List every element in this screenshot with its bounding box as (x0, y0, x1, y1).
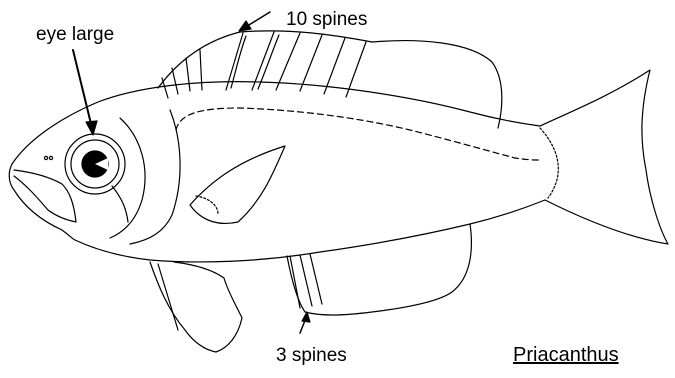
dorsal-spines-label: 10 spines (286, 10, 367, 29)
pelvic-fin (150, 262, 242, 352)
anal-spines-label: 3 spines (276, 346, 347, 365)
dorsal-spines-arrow (239, 12, 270, 31)
nostril (44, 156, 47, 159)
anal-spines-arrow (300, 312, 310, 333)
nostril (49, 156, 52, 159)
anal-fin-spines (290, 254, 322, 308)
genus-label: Priacanthus (513, 345, 619, 365)
anal-fin (287, 224, 471, 315)
pectoral-fin-base (196, 196, 218, 214)
eye-label: eye large (36, 25, 114, 44)
eye (65, 134, 125, 194)
gill-cover (110, 110, 180, 244)
caudal-fin-base (540, 128, 558, 198)
pectoral-fin (190, 146, 285, 223)
eye-arrow (73, 50, 97, 135)
mouth (14, 170, 76, 222)
caudal-fin (540, 70, 668, 244)
